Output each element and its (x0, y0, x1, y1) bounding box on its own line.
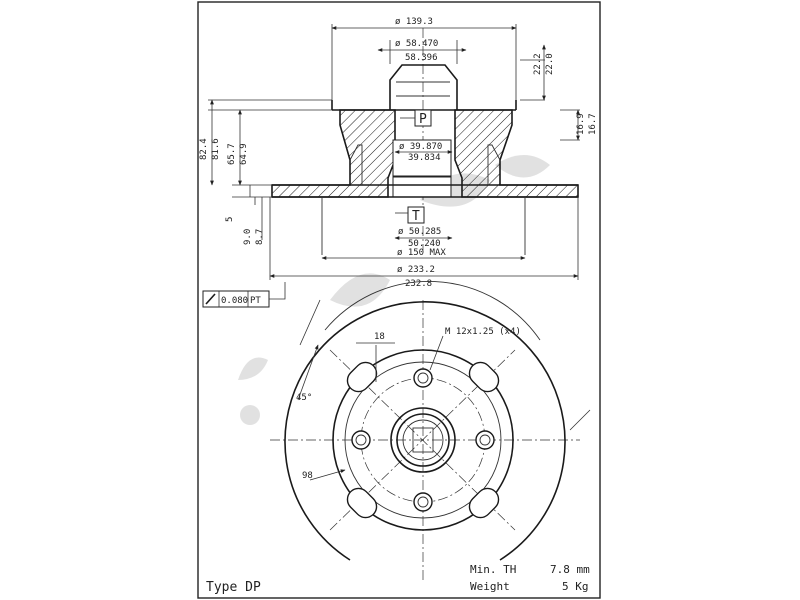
runout-arrow-icon (205, 293, 216, 305)
dim-h22-2: 22.2 (533, 53, 543, 75)
section-dimension-texts: ø 139.3 ø 58.470 58.396 ø 39.870 39.834 … (199, 17, 598, 289)
datum-p-label: P (419, 112, 427, 127)
weight-label: Weight (470, 580, 510, 593)
angle-45: 45° (296, 393, 312, 403)
tolerance-value: 0.080 (221, 296, 248, 306)
dim-h9-0: 9.0 (243, 229, 253, 245)
min-thickness-label: Min. TH (470, 563, 516, 576)
dim-d39b: 39.834 (408, 153, 441, 163)
dim-d233a: ø 233.2 (397, 265, 435, 275)
dim-d58b: 58.396 (405, 53, 438, 63)
min-thickness-value: 7.8 mm (550, 563, 590, 576)
runout-tolerance: 0.080 PT (202, 282, 286, 308)
type-label: Type DP (206, 580, 261, 595)
weight-value: 5 Kg (562, 580, 589, 593)
dim-h82-4: 82.4 (199, 138, 209, 160)
dim-18: 18 (374, 332, 385, 342)
dim-h64-9: 64.9 (239, 143, 249, 165)
section-right (454, 109, 579, 198)
dim-d50b: 50.240 (408, 239, 441, 249)
hat-outer (332, 349, 514, 531)
oblong-slots (346, 361, 500, 519)
dim-d50a: ø 50.285 (398, 227, 441, 237)
front-view (270, 281, 591, 580)
section-left (271, 109, 396, 198)
dim-h5: 5 (225, 217, 235, 222)
dim-h81-6: 81.6 (211, 138, 221, 160)
dim-h22-0: 22.0 (545, 53, 555, 75)
dim-d39a: ø 39.870 (399, 142, 442, 152)
tolerance-ref: PT (250, 296, 261, 306)
dim-h8-7: 8.7 (255, 229, 265, 245)
dim-d139: ø 139.3 (395, 17, 433, 27)
dim-d150: ø 150 MAX (397, 248, 446, 258)
dim-h16-7: 16.7 (588, 113, 598, 135)
pcd-98: 98 (302, 471, 313, 481)
datum-t-label: T (412, 209, 420, 224)
disc-outer-edge (284, 300, 566, 561)
dim-d233b: 232.8 (405, 279, 432, 289)
thread-spec: M 12x1.25 (x4) (445, 327, 521, 337)
dim-h65-7: 65.7 (227, 143, 237, 165)
dim-d58a: ø 58.470 (395, 39, 438, 49)
dim-h16-9: 16.9 (576, 113, 586, 135)
drawing-frame (197, 1, 601, 599)
thread-holes (351, 368, 495, 512)
section-view: P T (208, 24, 580, 280)
hub-outer (390, 407, 456, 473)
datum-t-box (407, 206, 425, 224)
